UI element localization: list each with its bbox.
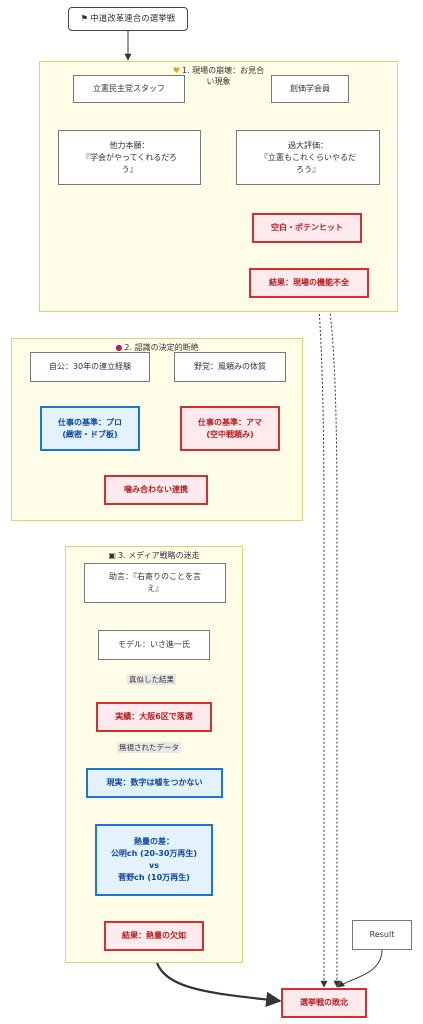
- flag-icon: ⚑: [80, 14, 89, 24]
- node-mismatch: 噛み合わない連携: [104, 475, 208, 505]
- node-reliance: 他力本願： 『学会がやってくれるだろ う』: [58, 130, 201, 185]
- node-result: Result: [352, 920, 412, 950]
- edge-dysfunction-to-defeat-a: [317, 297, 328, 988]
- node-field-dysfunction: 結果：現場の機能不全: [249, 268, 369, 298]
- node-advice: 助言：『右寄りのことを言 え』: [84, 563, 226, 603]
- node-yatou: 野党：風頼みの体質: [174, 352, 286, 382]
- node-heat-gap: 熱量の差： 公明ch (20-30万再生) vs 菅野ch (10万再生): [95, 824, 213, 896]
- node-model: モデル：いさ進一氏: [98, 630, 210, 660]
- edge-result-to-defeat: [337, 949, 383, 988]
- node-overestimate: 過大評価： 『立憲もこれくらいやるだ ろう』: [236, 130, 380, 185]
- node-lost-osaka6: 実績：大阪6区で落選: [96, 702, 212, 732]
- node-cdp-staff: 立憲民主党スタッフ: [73, 75, 185, 103]
- edge-label-imitated: 真似した結果: [127, 674, 176, 685]
- node-pro-standard: 仕事の基準：プロ (緻密・ドブ板): [40, 406, 140, 451]
- node-blank-pothit: 空白・ポテンヒット: [252, 213, 362, 243]
- edge-label-ignored: 無視されたデータ: [117, 742, 181, 753]
- yellow-heart-icon: ♥: [172, 66, 180, 75]
- start-node: ⚑中道改革連合の選挙戦: [68, 7, 188, 31]
- subgraph-perception-gap-title: ●2. 認識の決定的断絶: [115, 343, 199, 352]
- node-numbers-dont-lie: 現実：数字は嘘をつかない: [86, 768, 223, 798]
- node-soka-member: 創価学会員: [271, 75, 349, 103]
- subgraph-media-strategy: ▣3. メディア戦略の迷走: [65, 546, 243, 963]
- subgraph-field-collapse-title: ♥1. 現場の崩壊：お見合 い現象: [172, 66, 265, 86]
- edge-dysfunction-to-defeat-b: [327, 297, 341, 988]
- node-lack-of-heat: 結果：熱量の欠如: [104, 921, 204, 951]
- node-jikou: 自公：30年の連立経験: [30, 352, 150, 382]
- node-election-defeat: 選挙戦の敗北: [281, 988, 367, 1018]
- brain-icon: ●: [115, 343, 123, 352]
- start-label: 中道改革連合の選挙戦: [90, 14, 176, 24]
- node-amateur-standard: 仕事の基準：アマ (空中戦頼み): [180, 406, 280, 451]
- subgraph-media-strategy-title: ▣3. メディア戦略の迷走: [108, 551, 200, 560]
- clapper-icon: ▣: [108, 551, 116, 560]
